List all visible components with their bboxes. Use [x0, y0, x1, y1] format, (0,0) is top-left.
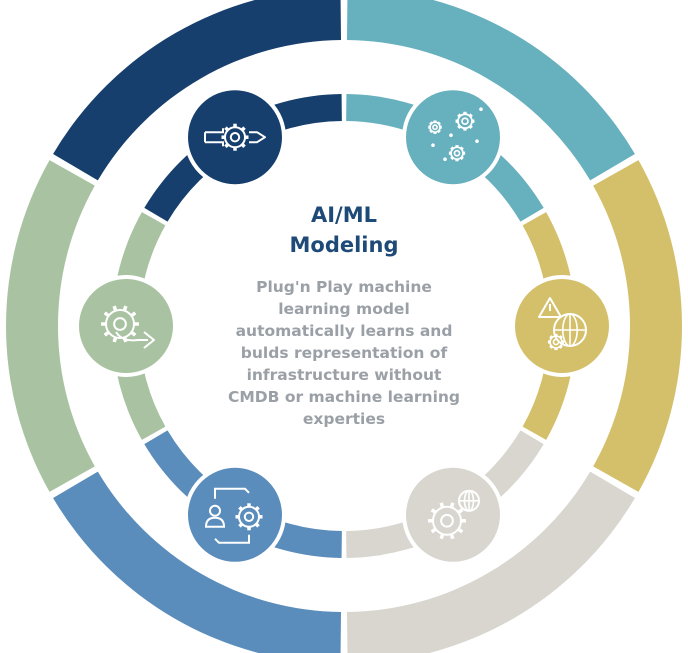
center-title-line-1: AI/ML: [310, 203, 377, 227]
icon-circle-light-gray: [402, 463, 504, 566]
icon-circles: [75, 86, 613, 566]
outer-ring-segment-sage: [6, 160, 95, 492]
outer-ring-segment-mid-blue: [53, 471, 342, 653]
icon-circle-teal: [402, 86, 504, 189]
inner-ring-segment-mid-blue: [144, 430, 342, 558]
icon-circle-dark-blue: [184, 86, 286, 189]
icon-circle-gold: [511, 275, 613, 377]
description-line: Plug'n Play machine: [256, 278, 432, 296]
outer-ring-segment-teal: [346, 0, 635, 181]
gear-arrow-icon: [204, 123, 266, 151]
description-line: learning model: [278, 300, 410, 318]
outer-ring: [6, 0, 682, 653]
inner-ring-segment-light-gray: [346, 430, 544, 558]
warning-globe-gear-icon: [538, 297, 587, 351]
description-line: experties: [302, 410, 386, 428]
inner-ring-segment-teal: [346, 94, 544, 222]
outer-ring-segment-light-gray: [346, 471, 635, 653]
center-text: AI/ML Modeling Plug'n Play machine learn…: [214, 200, 474, 430]
user-gear-cycle-icon: [204, 487, 263, 544]
sparkle-gears-icon: [428, 107, 483, 162]
outer-ring-segment-gold: [593, 160, 682, 492]
gear-globe-icon: [428, 489, 480, 540]
gear-cycle-arrow-icon: [101, 305, 155, 349]
icon-circle-mid-blue: [184, 463, 286, 566]
center-description: Plug'n Play machine learning model autom…: [214, 276, 474, 430]
outer-ring-segment-dark-blue: [53, 0, 342, 181]
description-line: infrastructure without: [246, 366, 442, 384]
description-line: automatically learns and: [235, 322, 453, 340]
description-line: bulds representation of: [240, 344, 448, 362]
inner-ring-segment-dark-blue: [144, 94, 342, 222]
description-line: CMDB or machine learning: [227, 388, 461, 406]
icon-circle-sage: [75, 275, 177, 377]
center-title-line-2: Modeling: [289, 233, 399, 257]
